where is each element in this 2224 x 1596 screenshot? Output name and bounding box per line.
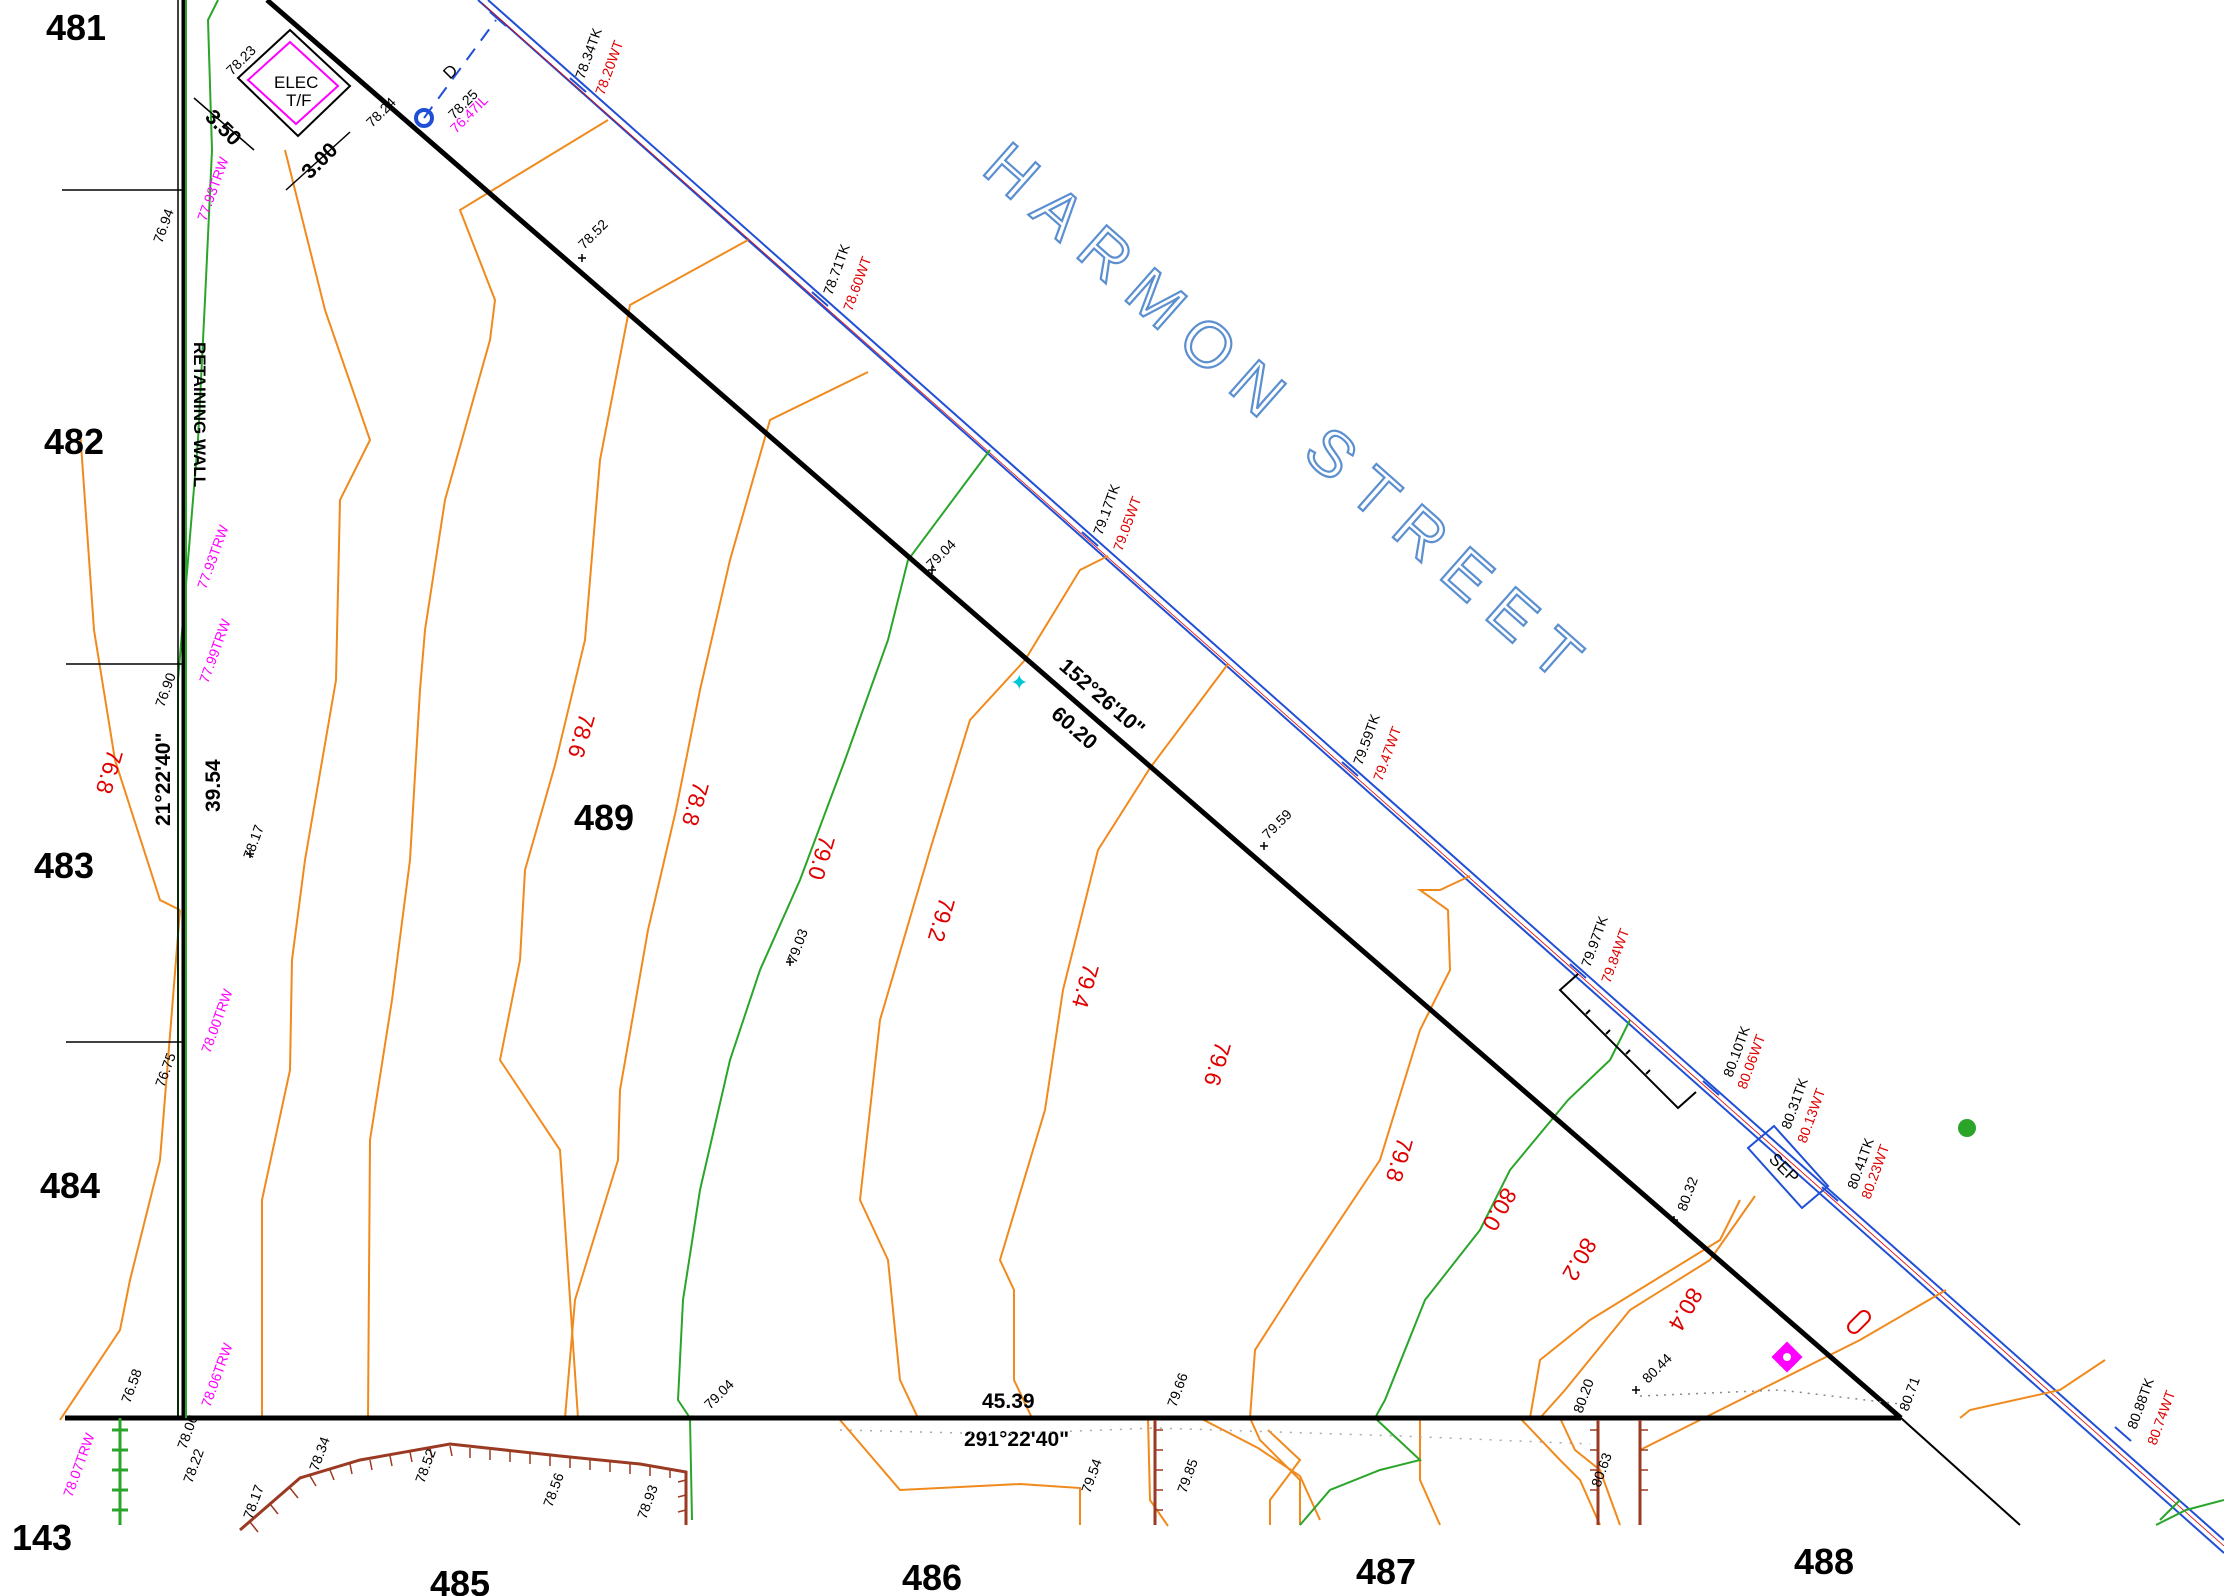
bottom-distance: 45.39 [982, 1390, 1035, 1413]
trw-5: 78.06TRW [198, 1340, 236, 1409]
spot-levels: 76.94 76.90 76.75 76.58 78.52 78.17 79.0… [118, 206, 1923, 1521]
svg-text:✦: ✦ [1010, 671, 1028, 696]
kerb-levels: 78.34TK 78.20WT 78.71TK 78.60WT 79.17TK … [572, 25, 2179, 1447]
left-bearing: 21°22'40" [152, 733, 175, 826]
contour-lines [59, 119, 2106, 1527]
driveway-dotted [1639, 1389, 1901, 1405]
water-table-line [481, 2, 2224, 1547]
trw-6: 78.07TRW [60, 1430, 98, 1499]
spot-7817: 78.17 [240, 822, 267, 861]
drain-pit [414, 108, 434, 128]
spot-7954: 79.54 [1078, 1456, 1105, 1495]
contour-790: 79.0 [803, 833, 840, 883]
spot-8044: 80.44 [1639, 1350, 1675, 1386]
street-name: HARMON STREET [971, 129, 1609, 706]
lot-486: 486 [902, 1557, 962, 1596]
spot-7658: 76.58 [118, 1366, 145, 1405]
elec-dim-350: 3.50 [200, 105, 245, 150]
lot-488: 488 [1794, 1541, 1854, 1582]
lot-143: 143 [12, 1517, 72, 1558]
contour-802: 80.2 [1557, 1234, 1602, 1286]
left-wall-hatch [112, 1418, 128, 1525]
magenta-pit-marker [1771, 1341, 1803, 1373]
adjoining-lot-lines [62, 0, 184, 1420]
left-distance: 39.54 [202, 759, 225, 812]
spot-markers [246, 254, 1678, 1394]
contour-786: 78.6 [563, 711, 600, 761]
lot-489: 489 [574, 797, 634, 838]
contour-796: 79.6 [1199, 1039, 1236, 1089]
spot-7856: 78.56 [540, 1470, 567, 1509]
spot-8020: 80.20 [1570, 1376, 1597, 1415]
spot-7893: 78.93 [634, 1482, 661, 1521]
tree-symbol: ✦ [1010, 671, 1028, 696]
retaining-wall-bottom [239, 1420, 1642, 1532]
contour-804: 80.4 [1663, 1284, 1708, 1336]
spot-7985: 79.85 [1174, 1456, 1201, 1495]
trw-1: 77.93TRW [194, 154, 232, 223]
hyp-extension [1900, 1417, 2021, 1526]
green-contours [177, 0, 2224, 1526]
spot-7675: 76.75 [152, 1050, 179, 1089]
green-pit-marker [1958, 1119, 1976, 1137]
lot-482: 482 [44, 421, 104, 462]
elec-level-a: 78.23 [223, 42, 259, 78]
drain-label: D [439, 61, 461, 83]
spot-7817b: 78.17 [240, 1482, 267, 1521]
lot-485: 485 [430, 1563, 490, 1596]
red-valve [1847, 1310, 1871, 1334]
lot-481: 481 [46, 7, 106, 48]
kerb-lines [477, 0, 2224, 1554]
driveway-crossing [1558, 973, 1697, 1110]
trw-4: 78.00TRW [198, 986, 236, 1055]
contour-800: 80.0 [1477, 1184, 1522, 1236]
spot-7904b: 79.04 [701, 1376, 737, 1412]
bottom-bearing: 291°22'40" [964, 1428, 1069, 1451]
drain-line [423, 19, 497, 119]
sep-label: SEP [1765, 1149, 1802, 1186]
spot-7959: 79.59 [1259, 806, 1295, 842]
trw-2: 77.93TRW [194, 522, 232, 591]
hyp-distance: 60.20 [1047, 702, 1102, 754]
sep-box [1746, 1124, 1830, 1210]
kerb-tick-marks [489, 11, 2132, 1442]
spot-8032: 80.32 [1674, 1174, 1701, 1213]
spot-7904: 79.04 [923, 536, 959, 572]
contour-labels: 76.8 78.6 78.8 79.0 79.2 79.4 79.6 79.8 … [91, 711, 1708, 1336]
spot-7852: 78.52 [575, 216, 611, 252]
spot-8063: 80.63 [1588, 1450, 1615, 1489]
spot-7903: 79.03 [784, 926, 811, 965]
elec-label-2: T/F [286, 91, 312, 110]
lot-487: 487 [1356, 1551, 1416, 1592]
elec-label-1: ELEC [274, 73, 318, 92]
trw-3: 77.99TRW [196, 616, 234, 685]
spot-7834: 78.34 [306, 1434, 333, 1473]
contour-768: 76.8 [91, 747, 128, 797]
contour-792: 79.2 [923, 895, 960, 945]
retaining-wall-ticks [249, 1429, 1648, 1533]
retaining-wall-label: RETAINING WALL [190, 342, 209, 487]
spot-7966: 79.66 [1164, 1370, 1191, 1409]
spot-8071: 80.71 [1896, 1374, 1923, 1413]
elec-transformer [193, 28, 352, 191]
footpath-dotted [839, 1427, 1591, 1445]
lot-483: 483 [34, 845, 94, 886]
contour-794: 79.4 [1067, 961, 1104, 1011]
spot-7822: 78.22 [180, 1446, 207, 1485]
lot-484: 484 [40, 1165, 100, 1206]
spot-7690: 76.90 [152, 670, 179, 709]
lot-boundary [65, 0, 1903, 1421]
spot-7694: 76.94 [150, 206, 177, 245]
contour-788: 78.8 [677, 779, 714, 829]
spot-7852b: 78.52 [412, 1446, 439, 1485]
